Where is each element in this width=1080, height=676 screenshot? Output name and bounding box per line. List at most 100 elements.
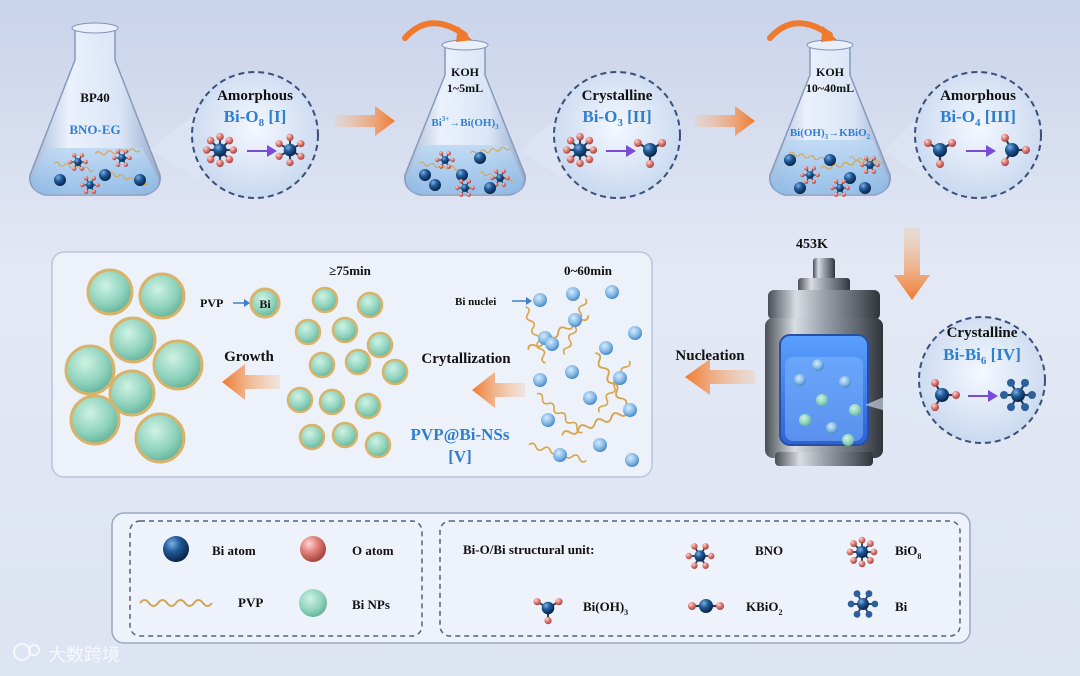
legend-o-atom: O atom	[352, 543, 394, 558]
bi-atom	[118, 154, 126, 162]
reactor-particle	[816, 394, 828, 406]
legend-bi-nps: Bi NPs	[352, 597, 390, 612]
bi-atom	[474, 152, 486, 164]
bi-nanoparticle	[356, 291, 384, 319]
molecule-icon	[562, 132, 598, 168]
o-atom	[216, 132, 224, 141]
reactor-particle	[842, 434, 854, 446]
o-atom	[865, 590, 873, 598]
o-atom	[685, 552, 692, 560]
o-atom	[853, 590, 861, 598]
bi-nucleus	[533, 293, 547, 307]
o-atom	[225, 155, 234, 164]
bi-nanoparticle	[331, 421, 359, 449]
grown-nanoparticle	[69, 394, 121, 446]
o-atom	[871, 156, 877, 161]
bi-atom	[1005, 143, 1019, 157]
o-atom	[216, 159, 224, 168]
o-atom	[858, 560, 866, 568]
o-atom	[948, 139, 957, 147]
o-atom	[297, 152, 305, 160]
o-atom	[466, 179, 472, 184]
o-atom	[83, 159, 88, 165]
molecule-icon	[860, 156, 880, 174]
o-atom	[833, 192, 839, 197]
o-atom	[458, 192, 464, 197]
bi-nucleus	[625, 453, 639, 467]
o-atom	[1007, 378, 1015, 387]
transform-arrow	[606, 145, 636, 157]
o-atom	[115, 162, 121, 167]
bi-atom	[283, 143, 297, 157]
legend-bi: Bi	[895, 599, 908, 614]
o-atom	[716, 602, 724, 610]
o-atom	[860, 162, 865, 168]
bi-nuclei-label: Bi nuclei	[455, 296, 496, 308]
o-atom	[931, 403, 939, 412]
bi-nanoparticle	[311, 286, 339, 314]
o-atom	[566, 136, 575, 145]
bi-atom	[866, 161, 874, 169]
o-atom	[576, 159, 584, 168]
bi-np-callout	[249, 287, 281, 319]
o-atom	[847, 600, 855, 608]
o-atom	[91, 176, 97, 181]
o-atom	[691, 543, 698, 550]
o-atom	[286, 133, 294, 141]
o-atom	[871, 169, 877, 174]
legend-o-atom-icon	[300, 536, 326, 562]
volume-2: 1~5mL	[447, 81, 483, 95]
o-atom	[438, 151, 444, 156]
state-2: Crystalline	[582, 88, 653, 104]
reactor-particle	[849, 404, 861, 416]
o-atom	[803, 179, 809, 184]
zoom-circle-3	[914, 71, 1042, 199]
bi-nanoparticle	[366, 331, 394, 359]
bi-atom	[794, 182, 806, 194]
zoom-cone-1	[150, 110, 200, 180]
bi-nucleus	[605, 285, 619, 299]
o-atom	[846, 548, 854, 556]
bi-atom	[74, 158, 82, 166]
bi-nucleus	[593, 438, 607, 452]
reactor-particle	[799, 414, 811, 426]
bi-nucleus	[583, 391, 597, 405]
o-atom	[206, 136, 215, 145]
molecule-icon	[923, 139, 957, 168]
time-2: ≥75min	[329, 263, 372, 278]
flask-2-atoms	[419, 145, 515, 197]
flask-2	[402, 20, 526, 196]
o-atom	[830, 185, 835, 191]
legend-structural-title: Bi-O/Bi structural unit:	[463, 542, 594, 557]
bi-atom	[54, 174, 66, 186]
molecule-icon	[847, 590, 879, 618]
o-atom	[858, 536, 866, 544]
grown-nanoparticle	[138, 272, 186, 320]
legend-bno: BNO	[755, 543, 783, 558]
legend-kbio2: KBiO2	[746, 599, 783, 617]
o-atom	[708, 552, 715, 560]
unit-3: Bi-O4 [III]	[940, 107, 1016, 129]
reagent-3: KOH	[816, 65, 845, 79]
o-atom	[95, 182, 100, 188]
zoom-3-molecules	[923, 133, 1030, 168]
grown-nanoparticle	[108, 369, 156, 417]
crystallization-label: Crytallization	[421, 351, 511, 367]
o-atom	[867, 540, 874, 547]
o-atom	[585, 155, 594, 164]
o-atom	[127, 155, 132, 161]
grown-nanoparticle	[152, 339, 204, 391]
grown-nanoparticles	[64, 268, 204, 464]
o-atom	[865, 610, 873, 618]
molecule-icon	[685, 543, 715, 569]
o-atom	[229, 146, 238, 154]
bi-atom	[844, 172, 856, 184]
bi-atom	[541, 601, 555, 615]
zoom-cone-4	[865, 375, 935, 425]
bi-atom	[86, 181, 94, 189]
transform-arrow	[968, 390, 998, 402]
bi-atom	[935, 388, 949, 402]
pvp-label: PVP	[200, 296, 223, 310]
reactor-particle	[812, 359, 824, 371]
o-atom	[1021, 403, 1029, 412]
